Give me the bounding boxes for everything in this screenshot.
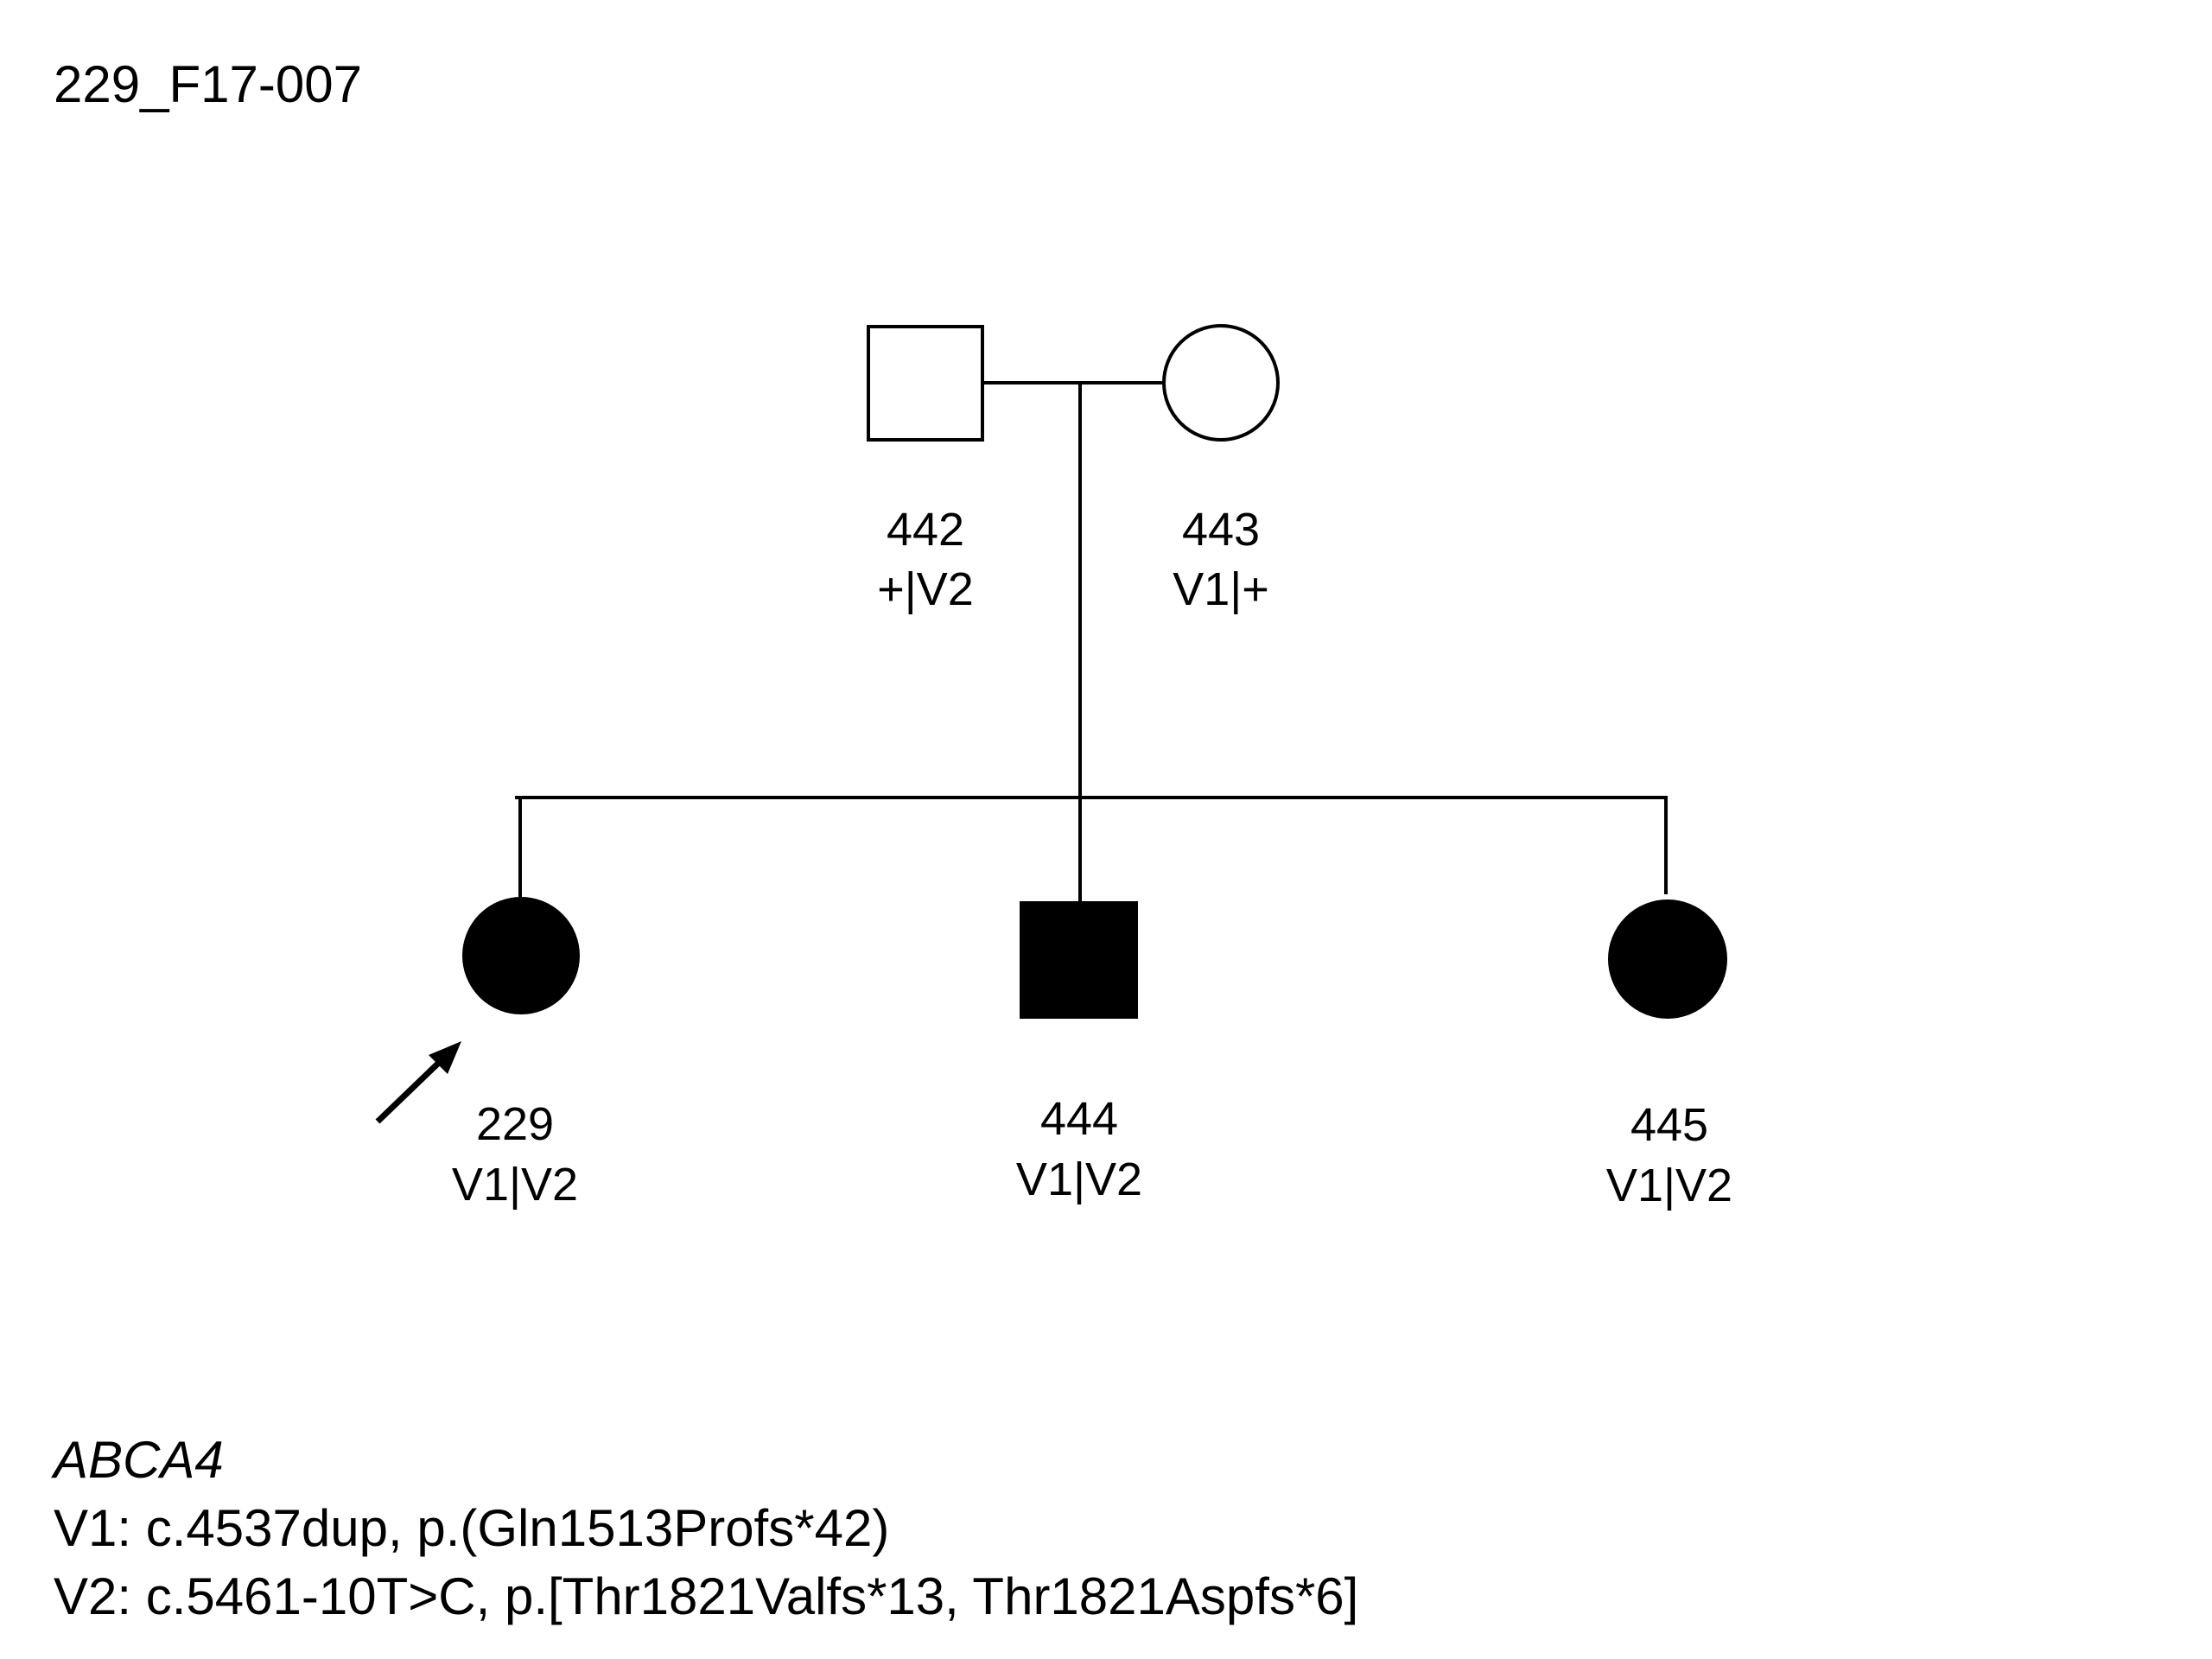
individual-444-id: 444 bbox=[1040, 1093, 1118, 1145]
individual-443-id: 443 bbox=[1182, 504, 1260, 556]
family-id-label: 229_F17-007 bbox=[54, 55, 362, 113]
individual-445-female-affected-symbol bbox=[1608, 899, 1727, 1019]
individual-445-genotype: V1|V2 bbox=[1606, 1160, 1732, 1211]
individual-443-female-symbol bbox=[1162, 324, 1280, 442]
individual-229-genotype: V1|V2 bbox=[452, 1159, 578, 1211]
individual-445-id: 445 bbox=[1630, 1099, 1708, 1151]
variant-v1-description: V1: c.4537dup, p.(Gln1513Profs*42) bbox=[54, 1499, 890, 1557]
variant-v2-description: V2: c.5461-10T>C, p.[Thr1821Valfs*13, Th… bbox=[54, 1567, 1359, 1625]
individual-444-male-affected-symbol bbox=[1020, 901, 1138, 1019]
individual-444-genotype: V1|V2 bbox=[1016, 1154, 1142, 1205]
gene-name: ABCA4 bbox=[54, 1431, 224, 1489]
pedigree-lines bbox=[515, 381, 1668, 903]
individual-229-female-affected-symbol bbox=[462, 897, 580, 1014]
individual-443-genotype: V1|+ bbox=[1173, 563, 1269, 615]
individual-442-male-symbol bbox=[867, 325, 984, 442]
variant-legend: ABCA4 V1: c.4537dup, p.(Gln1513Profs*42)… bbox=[54, 1426, 1358, 1630]
individual-442-id: 442 bbox=[887, 504, 964, 556]
individual-442-genotype: +|V2 bbox=[877, 563, 974, 615]
individual-229-id: 229 bbox=[476, 1098, 554, 1150]
proband-arrow bbox=[375, 1041, 461, 1124]
